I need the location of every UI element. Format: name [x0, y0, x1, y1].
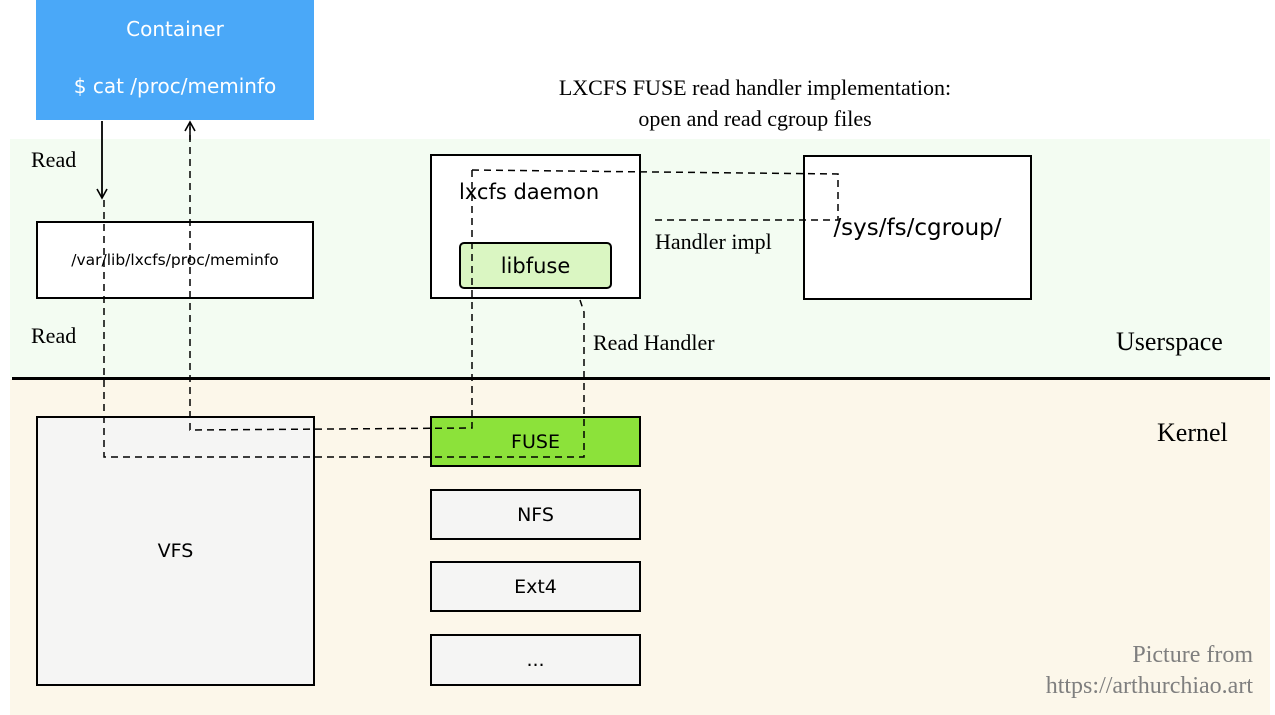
vfs-box: VFS	[36, 416, 315, 686]
read-response-path	[189, 127, 473, 431]
diagram-title-line2: open and read cgroup files	[638, 106, 872, 131]
handler-impl-path	[471, 169, 839, 221]
more-filesystems-box: ...	[430, 634, 641, 686]
userspace-label: Userspace	[1116, 327, 1223, 356]
userspace-kernel-divider	[12, 377, 1270, 380]
diagram-title-line1: LXCFS FUSE read handler implementation:	[558, 75, 952, 100]
diagram-title: LXCFS FUSE read handler implementation: …	[455, 72, 1055, 134]
container-command: $ cat /proc/meminfo	[73, 74, 277, 98]
handler-impl-label: Handler impl	[655, 229, 772, 254]
ext4-box: Ext4	[430, 561, 641, 612]
container-title: Container	[126, 17, 224, 41]
read-label-top: Read	[31, 147, 77, 172]
read-handler-label: Read Handler	[593, 330, 715, 355]
kernel-label: Kernel	[1157, 418, 1228, 447]
libfuse-box: libfuse	[459, 242, 612, 289]
credit-text: Picture from https://arthurchiao.art	[980, 640, 1253, 702]
container-box: Container $ cat /proc/meminfo	[36, 0, 314, 120]
nfs-box: NFS	[430, 489, 641, 540]
cgroup-path-box: /sys/fs/cgroup/	[803, 155, 1032, 300]
read-request-path	[103, 200, 585, 458]
credit-line2: https://arthurchiao.art	[1045, 673, 1253, 699]
fuse-box: FUSE	[430, 416, 641, 467]
lxcfs-daemon-label: lxcfs daemon	[459, 180, 600, 204]
credit-line1: Picture from	[1132, 642, 1253, 668]
meminfo-path-box: /var/lib/lxcfs/proc/meminfo	[36, 221, 314, 299]
read-label-bottom: Read	[31, 323, 77, 348]
